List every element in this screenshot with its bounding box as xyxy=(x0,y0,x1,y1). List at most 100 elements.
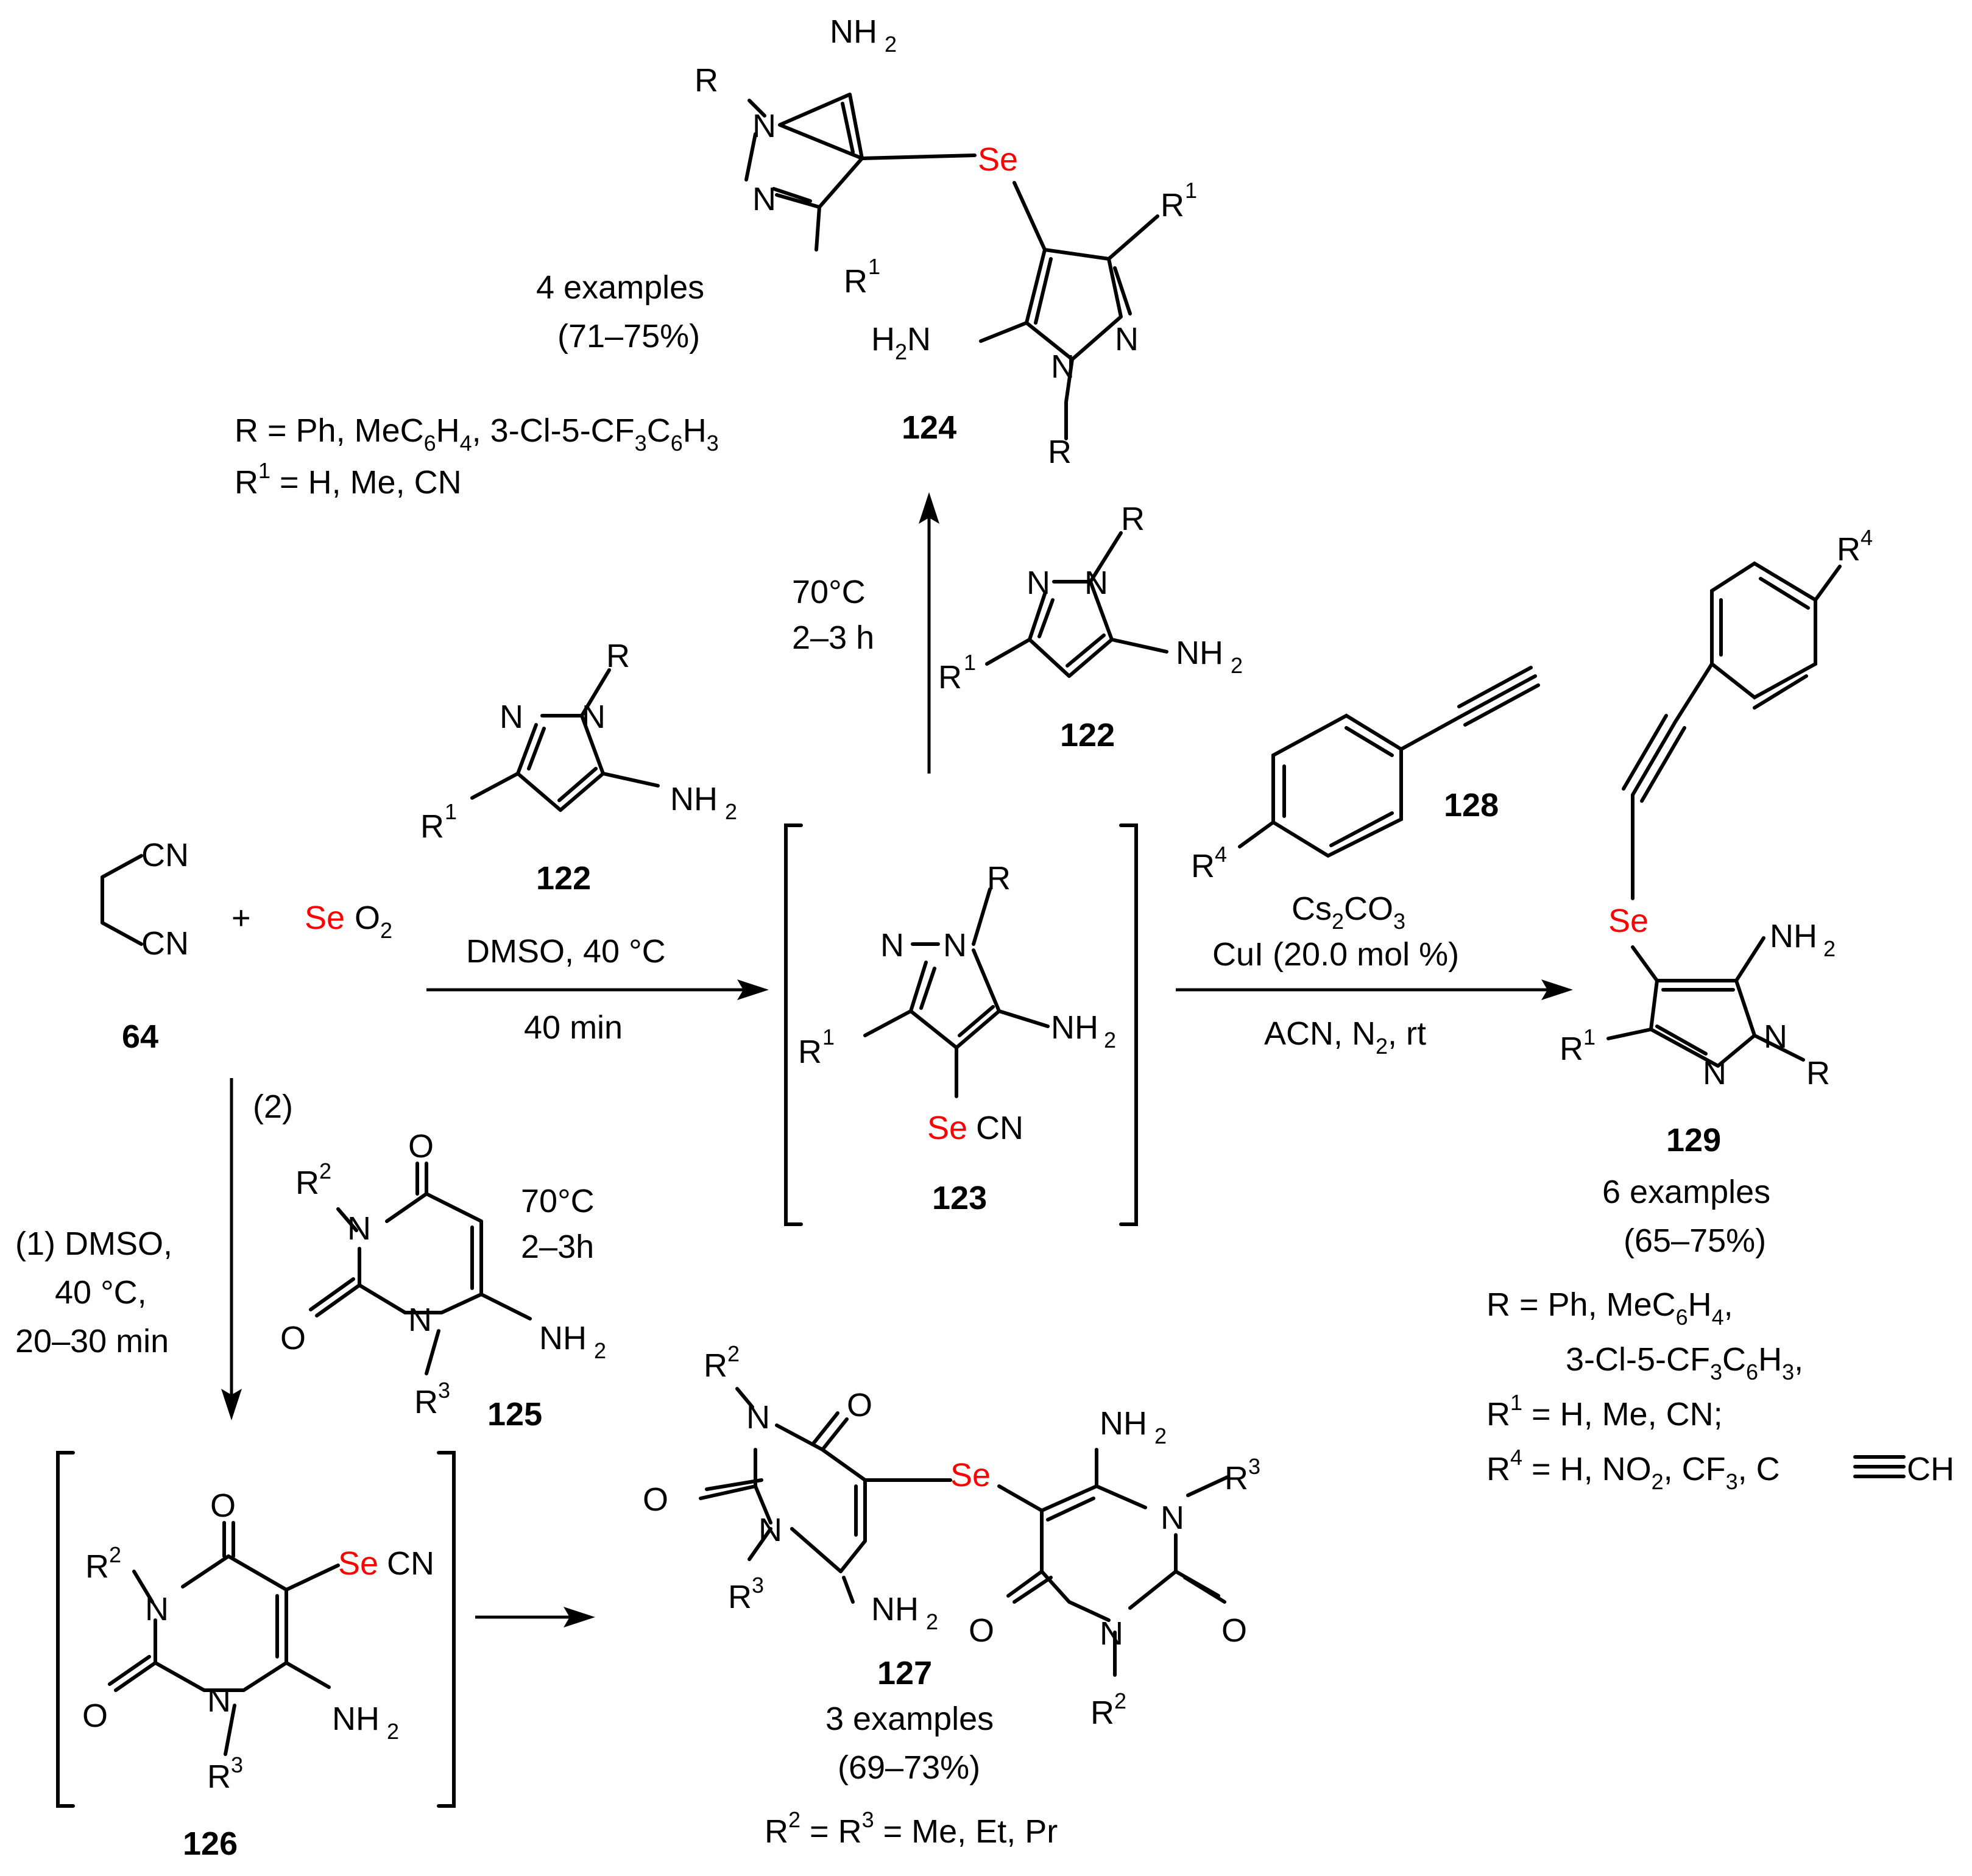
yield-range: (71–75%) xyxy=(557,318,700,354)
compound-127: O R2 N O N R3 NH 2 Se NH 2 N R3 O N O R2… xyxy=(643,1341,1260,1731)
r2-label: R2 xyxy=(295,1158,331,1201)
condition-text: 70°C xyxy=(521,1183,595,1219)
cn-label: CN xyxy=(141,925,189,962)
substituent-r-cont: 3-Cl-5-CF3C6H3, xyxy=(1566,1341,1803,1384)
r-label: R xyxy=(1806,1055,1830,1091)
n-atom: N xyxy=(752,181,776,217)
n-atom: N xyxy=(752,108,776,144)
o-label: O xyxy=(355,900,380,936)
result-124: 4 examples (71–75%) R = Ph, MeC6H4, 3-Cl… xyxy=(235,269,719,501)
superscript: 1 xyxy=(868,254,880,279)
cn-label: CN xyxy=(976,1110,1023,1146)
cn-label: CN xyxy=(141,837,189,873)
r4-label: R4 xyxy=(1837,525,1873,568)
r1-label: R1 xyxy=(1560,1024,1596,1067)
yield-range: (65–75%) xyxy=(1624,1222,1766,1259)
subscript: 2 xyxy=(926,1609,938,1634)
compound-122-right: N N R NH 2 R 1 122 xyxy=(938,501,1243,753)
subscript: 2 xyxy=(1823,936,1836,961)
subscript: 2 xyxy=(1104,1028,1116,1053)
compound-label-64: 64 xyxy=(122,1018,158,1055)
n-atom: N xyxy=(880,927,904,964)
nh2-label: NH xyxy=(539,1320,587,1356)
n-atom: N xyxy=(145,1591,169,1627)
r3-label: R3 xyxy=(728,1573,764,1615)
n-atom: N xyxy=(943,927,967,964)
compound-64: CN CN 64 xyxy=(101,837,189,1055)
cn-label: CN xyxy=(387,1545,434,1582)
r-label: R xyxy=(606,638,630,674)
condition-text: (1) DMSO, xyxy=(15,1225,172,1262)
subscript: 2 xyxy=(1154,1423,1167,1448)
superscript: 1 xyxy=(1185,178,1197,203)
condition-text: 70°C xyxy=(792,574,866,610)
o-atom: O xyxy=(969,1612,994,1649)
n-atom: N xyxy=(907,321,931,358)
substituent-r1: R1 = H, Me, CN; xyxy=(1486,1390,1723,1433)
condition-text: 2–3 h xyxy=(792,619,874,656)
substituent-r: R = Ph, MeC6H4, xyxy=(1486,1286,1733,1330)
condition-text: 2–3h xyxy=(521,1229,594,1265)
substituent-r1: R1 = H, Me, CN xyxy=(235,458,462,501)
condition-text: Cs2CO3 xyxy=(1292,890,1405,934)
superscript: 1 xyxy=(822,1024,835,1049)
se-atom: Se xyxy=(338,1545,378,1582)
compound-label-127: 127 xyxy=(877,1655,932,1691)
condition-text: CuI (20.0 mol %) xyxy=(1212,936,1459,973)
r3-label: R3 xyxy=(1225,1454,1260,1497)
o-atom: O xyxy=(280,1320,306,1356)
compound-124: NH 2 R N N R 1 Se R 1 N N R H2N 124 xyxy=(694,13,1197,470)
step-label: (2) xyxy=(253,1088,293,1125)
r1-label: R xyxy=(844,263,868,300)
se-atom: Se xyxy=(305,900,345,936)
r3-label: R3 xyxy=(207,1752,243,1795)
condition-text: 40 °C, xyxy=(55,1274,147,1311)
ch-label: CH xyxy=(1907,1451,1954,1487)
substituent-r: R = Ph, MeC6H4, 3-Cl-5-CF3C6H3 xyxy=(235,412,719,456)
r2-label: R2 xyxy=(704,1341,740,1384)
subscript: 2 xyxy=(594,1338,606,1363)
o-atom: O xyxy=(408,1128,434,1165)
compound-128: R4 128 xyxy=(1191,666,1540,884)
r-label: R xyxy=(987,860,1011,897)
subscript: 2 xyxy=(380,918,392,943)
nh2-label: NH xyxy=(332,1701,380,1737)
r1-label: R xyxy=(798,1034,822,1070)
compound-label-125: 125 xyxy=(487,1396,542,1433)
substituent-r4: R4 = H, NO2, CF3, C xyxy=(1486,1445,1780,1494)
example-count: 3 examples xyxy=(825,1701,994,1737)
subscript: 2 xyxy=(387,1719,399,1744)
arrow-right: Cs2CO3 CuI (20.0 mol %) ACN, N2, rt xyxy=(1176,890,1573,1059)
compound-129: R4 Se NH 2 N N R R1 129 xyxy=(1560,525,1873,1158)
nh2-label: NH xyxy=(670,781,718,817)
compound-126: O Se CN R2 N O N NH 2 R3 126 xyxy=(56,1451,456,1862)
arrow-bottom xyxy=(475,1607,595,1627)
arrow-up: 70°C 2–3 h xyxy=(792,492,939,774)
result-129: 6 examples (65–75%) R = Ph, MeC6H4, 3-Cl… xyxy=(1486,1174,1954,1494)
o-atom: O xyxy=(210,1487,236,1524)
r1-label: R xyxy=(420,808,444,845)
condition-text: ACN, N2, rt xyxy=(1264,1015,1426,1059)
h2n-label: H2N xyxy=(871,321,931,364)
r1-label: R xyxy=(1161,187,1184,224)
r4-label: R4 xyxy=(1191,842,1227,884)
r1-label: R xyxy=(938,659,962,696)
r3-label: R3 xyxy=(414,1378,450,1420)
n-atom: N xyxy=(408,1302,432,1338)
example-count: 4 examples xyxy=(536,269,704,306)
yield-range: (69–73%) xyxy=(838,1749,980,1786)
compound-label-129: 129 xyxy=(1666,1122,1721,1158)
n-atom: N xyxy=(1764,1018,1787,1055)
compound-label-124: 124 xyxy=(902,409,956,446)
o-atom: O xyxy=(1221,1612,1247,1649)
nh2-label: NH xyxy=(1176,635,1223,671)
n-atom: N xyxy=(500,699,523,735)
nh2-label: NH xyxy=(1100,1405,1147,1442)
se-atom: Se xyxy=(950,1457,991,1493)
n-atom: N xyxy=(1027,565,1050,601)
triple-bond-symbol xyxy=(1853,1455,1906,1478)
nh2-label: NH xyxy=(830,13,877,50)
condition-text: 20–30 min xyxy=(15,1323,169,1359)
n-atom: N xyxy=(582,699,606,735)
